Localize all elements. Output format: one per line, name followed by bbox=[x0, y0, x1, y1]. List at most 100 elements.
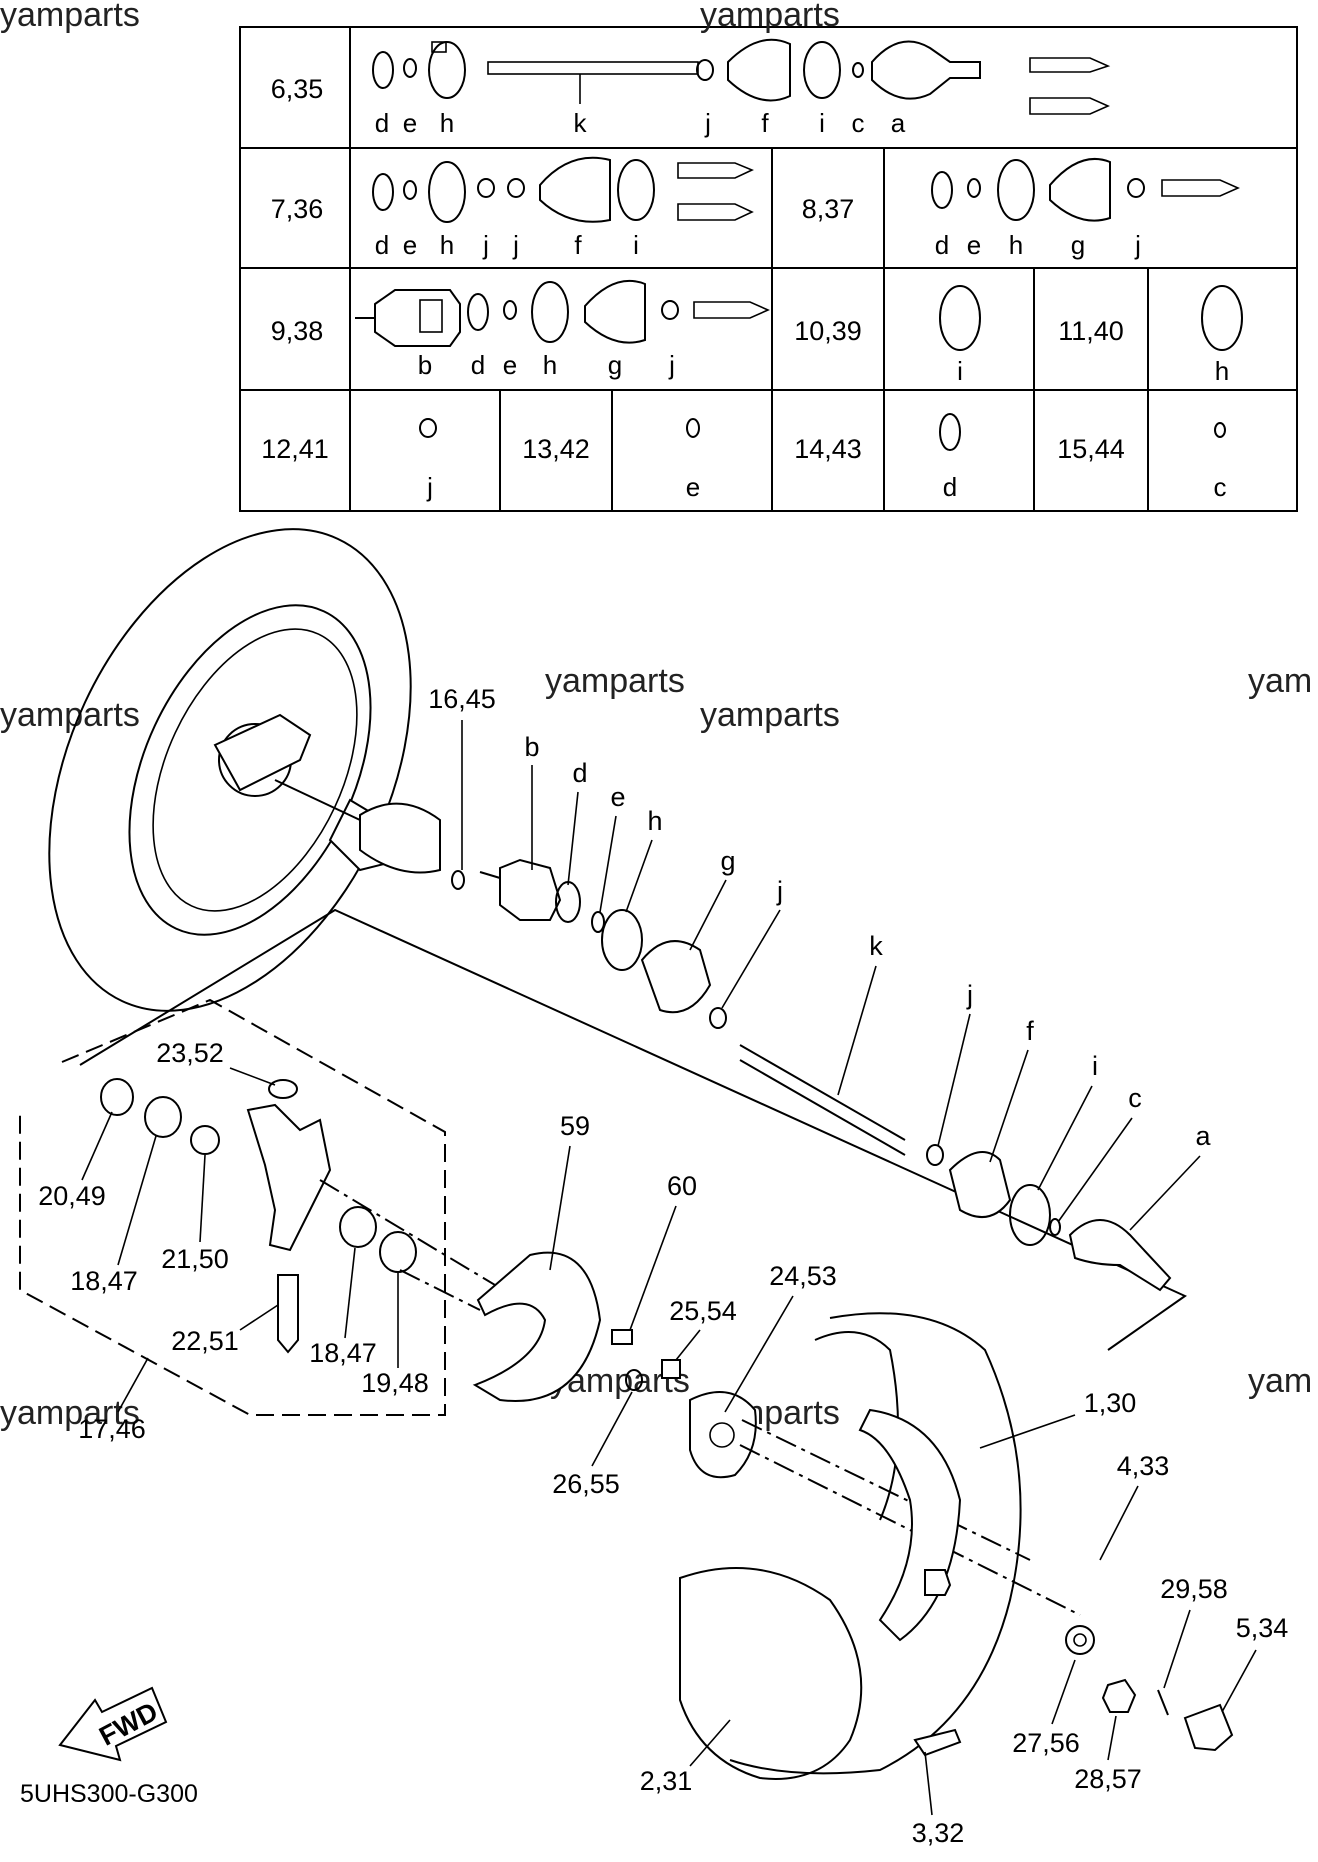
table-ref-6-35: 6,35 bbox=[271, 74, 324, 104]
watermark: yamparts bbox=[545, 662, 685, 700]
svg-text:e: e bbox=[967, 230, 981, 260]
row2-left-parts bbox=[372, 156, 754, 223]
watermark: yamparts bbox=[700, 0, 840, 34]
svg-text:j: j bbox=[426, 472, 433, 502]
table-ref-11-40: 11,40 bbox=[1058, 316, 1124, 346]
circlip-16 bbox=[451, 870, 465, 890]
callout-f: f bbox=[1026, 1016, 1034, 1046]
oring-26 bbox=[625, 1369, 643, 1391]
watermark: yamparts bbox=[0, 1394, 140, 1432]
row1-parts bbox=[372, 38, 1111, 115]
seal-20 bbox=[100, 1078, 134, 1116]
callout-4-33: 4,33 bbox=[1117, 1451, 1170, 1481]
band-j bbox=[709, 1007, 727, 1029]
callout-j2: j bbox=[966, 980, 973, 1010]
joint-a bbox=[1068, 1219, 1172, 1292]
watermark: yamparts bbox=[0, 0, 140, 34]
callout-3-32: 3,32 bbox=[912, 1818, 965, 1848]
watermark: yam bbox=[1248, 662, 1312, 700]
callout-18-47b: 18,47 bbox=[309, 1338, 377, 1368]
watermarks: yamparts yamparts yamparts yamparts yamp… bbox=[0, 0, 1312, 1432]
callout-23-52: 23,52 bbox=[156, 1038, 224, 1068]
cap-5 bbox=[1183, 1703, 1234, 1752]
svg-text:b: b bbox=[418, 350, 432, 380]
letter-h-right: h bbox=[1215, 356, 1229, 386]
callout-1-30: 1,30 bbox=[1084, 1388, 1137, 1418]
svg-text:i: i bbox=[633, 230, 639, 260]
letter-i: i bbox=[819, 108, 825, 138]
callout-20-49: 20,49 bbox=[38, 1181, 106, 1211]
callouts: 16,45 b d e h g j k j f i c a 23,52 20,4… bbox=[38, 684, 1288, 1848]
callout-29-58: 29,58 bbox=[1160, 1574, 1228, 1604]
letter-d: d bbox=[375, 108, 389, 138]
shaft-group-bracket bbox=[79, 908, 1188, 1351]
bearing-18b bbox=[339, 1206, 377, 1248]
row1-letters: d e h k j f i c a bbox=[375, 108, 906, 138]
row2-right-letters: d e h g j bbox=[935, 230, 1141, 260]
boot-f bbox=[948, 1151, 1012, 1219]
callout-19-48: 19,48 bbox=[361, 1368, 429, 1398]
callout-i: i bbox=[1092, 1051, 1098, 1081]
band-j2 bbox=[926, 1144, 944, 1166]
washer-27 bbox=[1065, 1625, 1095, 1655]
svg-text:f: f bbox=[574, 230, 582, 260]
table-ref-12-41: 12,41 bbox=[261, 434, 329, 464]
row2-right-parts bbox=[931, 157, 1240, 222]
hub-24 bbox=[689, 1391, 757, 1479]
parts-kit-table: 6,35 d e h k j f i c a 7, bbox=[239, 26, 1298, 512]
row3-left-parts bbox=[355, 279, 770, 347]
knuckle-group bbox=[19, 998, 521, 1416]
letter-k: k bbox=[574, 108, 588, 138]
svg-text:h: h bbox=[543, 350, 557, 380]
callout-22-51: 22,51 bbox=[171, 1326, 239, 1356]
watermark: yamparts bbox=[700, 696, 840, 734]
valve-3 bbox=[913, 1728, 962, 1757]
callout-b: b bbox=[524, 732, 539, 762]
callout-d: d bbox=[572, 758, 587, 788]
letter-i-mid: i bbox=[957, 356, 963, 386]
nut-4 bbox=[924, 1569, 952, 1596]
circlip-23 bbox=[268, 1079, 298, 1099]
nut-28 bbox=[1101, 1678, 1137, 1713]
shaft-k bbox=[739, 1044, 906, 1141]
clamp-i-drawing bbox=[939, 285, 981, 351]
callout-26-55: 26,55 bbox=[552, 1469, 620, 1499]
letter-c: c bbox=[852, 108, 865, 138]
table-ref-15-44: 15,44 bbox=[1057, 434, 1125, 464]
callout-e: e bbox=[610, 782, 625, 812]
upper-wheel-assembly bbox=[48, 528, 441, 1012]
table-ref-8-37: 8,37 bbox=[802, 194, 855, 224]
watermark: yamparts bbox=[0, 696, 140, 734]
callout-59: 59 bbox=[560, 1111, 590, 1141]
svg-text:d: d bbox=[471, 350, 485, 380]
drive-shaft-exploded bbox=[79, 858, 1188, 1351]
table-ref-13-42: 13,42 bbox=[522, 434, 590, 464]
callout-18-47: 18,47 bbox=[70, 1266, 138, 1296]
band-h bbox=[601, 909, 643, 971]
svg-text:d: d bbox=[935, 230, 949, 260]
table-ref-9-38: 9,38 bbox=[271, 316, 324, 346]
letter-f: f bbox=[761, 108, 769, 138]
callout-j: j bbox=[776, 876, 783, 906]
svg-text:h: h bbox=[1009, 230, 1023, 260]
svg-text:e: e bbox=[403, 230, 417, 260]
callout-27-56: 27,56 bbox=[1012, 1728, 1080, 1758]
svg-text:d: d bbox=[943, 472, 957, 502]
letter-a: a bbox=[891, 108, 906, 138]
callout-c: c bbox=[1128, 1083, 1142, 1113]
callout-k: k bbox=[869, 931, 883, 961]
row2-left-letters: d e h j j f i bbox=[375, 230, 639, 260]
svg-text:d: d bbox=[375, 230, 389, 260]
svg-text:j: j bbox=[482, 230, 489, 260]
bolt-25 bbox=[661, 1359, 681, 1379]
callout-17-46: 17,46 bbox=[78, 1414, 146, 1444]
seal-19 bbox=[379, 1231, 417, 1273]
diagram-code: 5UHS300-G300 bbox=[20, 1780, 198, 1808]
letter-h: h bbox=[440, 108, 454, 138]
brake-disc-59 bbox=[472, 1251, 602, 1402]
collar-21 bbox=[190, 1125, 220, 1155]
table-ref-10-39: 10,39 bbox=[794, 316, 862, 346]
svg-text:j: j bbox=[512, 230, 519, 260]
cotter-pin-29 bbox=[1157, 1689, 1169, 1716]
callout-21-50: 21,50 bbox=[161, 1244, 229, 1274]
